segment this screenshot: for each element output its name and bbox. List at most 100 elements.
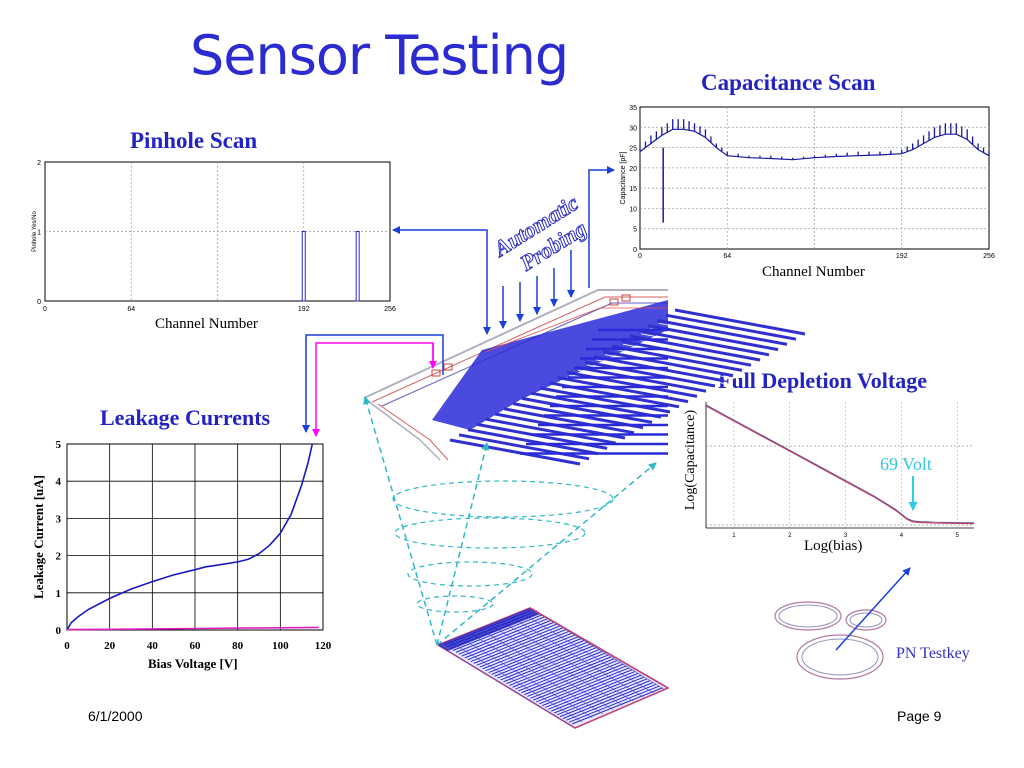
capacitance-scan-title: Capacitance Scan	[701, 70, 876, 95]
sensor-strip-highlight	[676, 312, 808, 338]
full-sensor-illustration	[436, 607, 670, 729]
full-sensor-strip	[542, 669, 633, 707]
sensor-pad	[431, 369, 441, 377]
depletion-xtick-label: 5	[956, 533, 960, 539]
full-sensor-strip	[536, 665, 627, 703]
full-sensor-strip	[506, 647, 597, 685]
full-sensor-bond-edge	[438, 608, 540, 651]
full-sensor-strip	[527, 659, 618, 697]
full-sensor-crossline	[439, 645, 573, 727]
pinhole-bar	[301, 231, 306, 302]
full-sensor-crossline	[480, 629, 614, 710]
full-sensor-strip	[503, 645, 594, 683]
pinhole-xtick-label: 64	[127, 306, 135, 313]
sensor-strip	[575, 365, 707, 393]
pinhole-ylabel: Pinhole Yes/No	[32, 210, 38, 251]
pinhole-ytick-label: 1	[37, 230, 41, 237]
full-sensor-strip	[497, 641, 588, 679]
capacitance-xlabel: Channel Number	[762, 264, 865, 280]
full-sensor-strip	[452, 614, 544, 651]
sensor-strip-highlight	[523, 401, 655, 426]
full-sensor-strip	[568, 685, 660, 723]
sensor-strip-highlight	[460, 437, 592, 463]
full-sensor-strip	[488, 636, 579, 674]
sensor-pad	[609, 298, 619, 306]
leakage-ytick-label: 0	[56, 625, 62, 637]
probing-arrows	[302, 166, 615, 437]
full-sensor-strip	[485, 634, 576, 672]
sensor-strip	[584, 360, 716, 388]
sensor-strip	[620, 339, 752, 367]
sensor-strip-highlight	[577, 369, 709, 395]
capacitance-ytick-label: 10	[629, 206, 637, 213]
full-depletion-title: Full Depletion Voltage	[718, 368, 928, 393]
full-sensor-strip	[494, 639, 585, 677]
capacitance-ytick-label: 20	[629, 166, 637, 173]
pn-testkey-label: PN Testkey	[896, 645, 970, 662]
full-sensor-strip	[553, 676, 645, 714]
leakage-ytick-label: 2	[56, 551, 62, 563]
sensor-closeup-edge	[377, 403, 449, 461]
pinhole-scan-title: Pinhole Scan	[130, 128, 258, 153]
full-sensor-strip	[512, 650, 603, 688]
zoom-cone	[363, 396, 657, 646]
full-sensor-strip	[470, 625, 561, 662]
sensor-strip	[458, 433, 590, 461]
full-sensor-crossline	[490, 625, 624, 706]
sensor-strip-highlight	[496, 416, 628, 442]
sensor-strip	[602, 350, 734, 378]
leakage-xtick-label: 120	[315, 640, 332, 652]
full-sensor-strip	[571, 687, 663, 725]
full-sensor-strip	[550, 674, 642, 712]
capacitance-plot-frame	[639, 106, 990, 250]
sensor-strip	[449, 438, 581, 466]
leakage-xtick-label: 0	[64, 640, 70, 652]
full-sensor-strip	[455, 615, 547, 653]
capacitance-xtick-label: 64	[723, 253, 731, 260]
pinhole-xtick-label: 0	[43, 306, 47, 313]
capacitance-ytick-label: 25	[629, 146, 637, 153]
full-sensor-edge	[529, 607, 669, 689]
capacitance-ytick-label: 30	[629, 125, 637, 132]
sensor-strip-highlight	[478, 427, 610, 452]
sensor-strip	[647, 324, 779, 352]
pinhole-ytick-label: 0	[37, 299, 41, 306]
capacitance-xtick-label: 256	[983, 253, 995, 260]
sensor-closeup-edge	[363, 397, 441, 461]
full-sensor-strip	[562, 682, 654, 719]
sensor-closeup-edge	[381, 302, 668, 407]
leakage-ylabel: Leakage Current [uA]	[31, 475, 46, 599]
sensor-strip	[638, 329, 770, 357]
leakage-xtick-label: 40	[147, 640, 159, 652]
pinhole-xtick-label: 192	[298, 306, 310, 313]
leakage-ytick-label: 3	[56, 513, 62, 525]
sensor-strip	[611, 344, 743, 372]
automatic-probing-label: Automatic Probing	[487, 189, 591, 276]
sensor-closeup-edge	[363, 289, 668, 399]
depletion-xtick-label: 1	[732, 533, 736, 539]
full-sensor-crossline	[470, 633, 603, 714]
sensor-strip	[674, 308, 806, 336]
pinhole-xtick-label: 256	[384, 306, 396, 313]
pn-testkey-illustration	[774, 567, 911, 680]
sensor-closeup-edge	[371, 296, 668, 403]
leakage-ytick-label: 5	[56, 439, 62, 451]
full-sensor-strip	[461, 619, 553, 657]
depletion-xlabel: Log(bias)	[804, 538, 863, 554]
sensor-strip-highlight	[541, 390, 673, 416]
full-sensor-strip	[473, 626, 564, 664]
full-sensor-strip	[539, 667, 630, 705]
depletion-ylabel: Log(Capacitance)	[683, 410, 698, 511]
full-sensor-strip	[467, 623, 558, 661]
full-sensor-crossline	[450, 641, 583, 723]
full-sensor-strip	[530, 661, 621, 699]
sensor-strip	[485, 417, 617, 445]
leakage-ytick-label: 4	[56, 476, 62, 488]
sensor-strip-highlight	[649, 328, 781, 353]
full-sensor-strip	[509, 648, 600, 686]
full-sensor-strip	[524, 658, 615, 696]
full-sensor-strip	[521, 656, 612, 694]
depletion-series-line-2	[705, 404, 975, 523]
